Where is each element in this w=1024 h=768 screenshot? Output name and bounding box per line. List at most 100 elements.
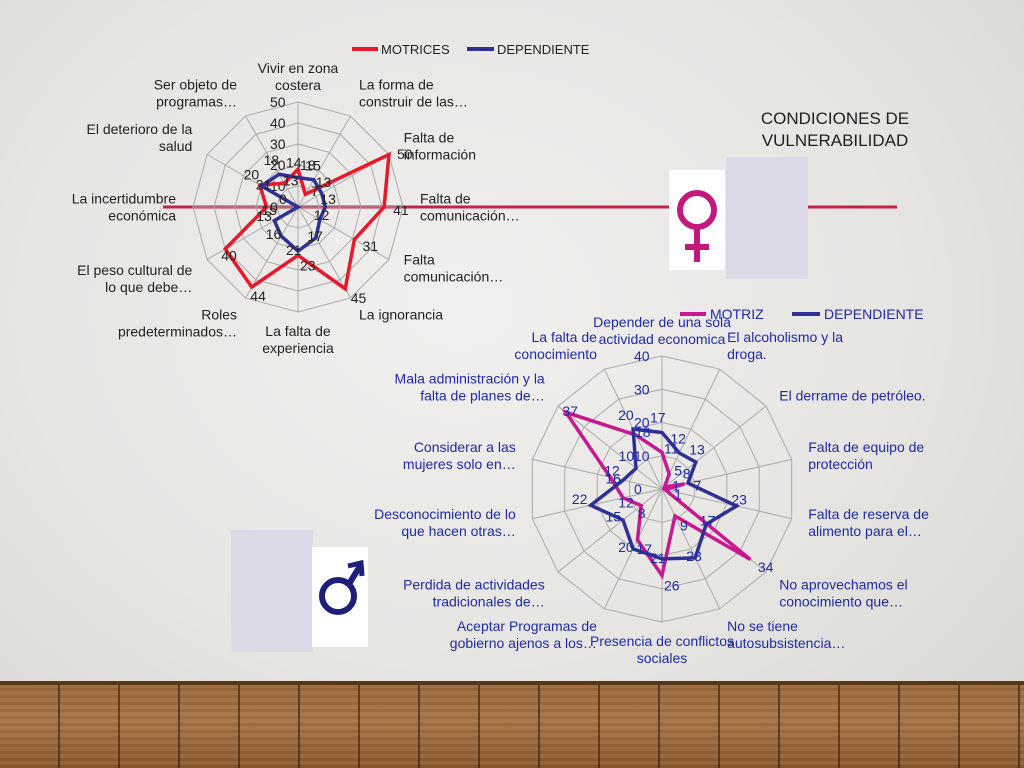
category-label-el-derrame-de-petroleo: El derrame de petróleo. bbox=[779, 387, 925, 403]
data-label: 15 bbox=[606, 508, 622, 524]
data-label: 31 bbox=[362, 238, 378, 254]
data-label: 23 bbox=[686, 548, 702, 564]
data-label: 26 bbox=[664, 577, 680, 593]
data-label: 13 bbox=[689, 442, 705, 458]
data-label: 17 bbox=[700, 513, 716, 529]
series-line-dependiente bbox=[587, 427, 741, 561]
category-label-la-ignorancia: La ignorancia bbox=[359, 307, 443, 323]
tick-label: 50 bbox=[270, 94, 286, 110]
legend-label-dependiente: DEPENDIENTE bbox=[824, 306, 924, 322]
data-label: 34 bbox=[758, 559, 774, 575]
data-label: 15 bbox=[305, 158, 321, 174]
data-label: 16 bbox=[266, 226, 282, 242]
tick-label: 0 bbox=[270, 199, 278, 215]
grid-spoke bbox=[661, 488, 721, 610]
grid-spoke bbox=[297, 206, 351, 299]
data-label: 12 bbox=[670, 431, 686, 447]
data-label: 8 bbox=[683, 466, 691, 482]
data-label: 18 bbox=[300, 157, 316, 173]
data-label: 22 bbox=[572, 491, 588, 507]
tick-label: 40 bbox=[270, 115, 286, 131]
tick-label: 20 bbox=[270, 157, 286, 173]
data-label: 21 bbox=[650, 550, 666, 566]
data-label: 9 bbox=[680, 517, 688, 533]
tick-label: 30 bbox=[634, 381, 650, 397]
data-label: 20 bbox=[244, 167, 260, 183]
data-label: 12 bbox=[618, 494, 634, 510]
male-symbol-icon bbox=[312, 547, 368, 647]
tick-label: 20 bbox=[634, 415, 650, 431]
data-label: 0 bbox=[279, 191, 287, 207]
data-label: 40 bbox=[221, 248, 237, 264]
female-symbol-icon bbox=[669, 170, 725, 270]
grid-spoke bbox=[245, 206, 299, 299]
data-label: 13 bbox=[256, 208, 272, 224]
tick-label: 30 bbox=[270, 136, 286, 152]
data-label: 50 bbox=[397, 146, 413, 162]
series-line-motrices bbox=[222, 151, 391, 292]
data-label: 11 bbox=[664, 440, 679, 456]
data-label: 17 bbox=[636, 541, 652, 557]
grid-spoke bbox=[557, 405, 663, 490]
series-line-motriz bbox=[561, 409, 752, 580]
data-label: 44 bbox=[250, 288, 266, 304]
data-label: 5 bbox=[674, 463, 682, 479]
data-label: 12 bbox=[604, 463, 620, 479]
legend-label-dependiente: DEPENDIENTE bbox=[497, 42, 590, 57]
tick-label: 0 bbox=[634, 481, 642, 497]
data-label: 1 bbox=[672, 478, 680, 494]
tick-label: 40 bbox=[634, 348, 650, 364]
data-label: 14 bbox=[286, 155, 302, 171]
data-label: 17 bbox=[650, 409, 666, 425]
grid-spoke bbox=[557, 488, 663, 573]
data-label: 13 bbox=[283, 172, 299, 188]
grid-spoke bbox=[245, 115, 299, 208]
data-label: 18 bbox=[264, 152, 280, 168]
data-label: 17 bbox=[307, 228, 323, 244]
data-label: 8 bbox=[638, 505, 646, 521]
data-label: 45 bbox=[351, 290, 367, 306]
data-label: 21 bbox=[256, 176, 272, 192]
data-label: 37 bbox=[562, 403, 578, 419]
male-symbol-backdrop bbox=[231, 530, 313, 652]
data-label: 16 bbox=[605, 471, 621, 487]
data-label: 20 bbox=[618, 407, 634, 423]
data-label: 23 bbox=[300, 257, 316, 273]
floor-edge bbox=[0, 681, 1024, 685]
data-label: 12 bbox=[314, 207, 330, 223]
data-label: 23 bbox=[731, 492, 747, 508]
legend-label-motrices: MOTRICES bbox=[381, 42, 450, 57]
page-title: CONDICIONES DE VULNERABILIDAD bbox=[735, 108, 935, 152]
female-symbol-backdrop bbox=[726, 157, 808, 279]
data-label: 10 bbox=[619, 448, 635, 464]
data-label: 41 bbox=[393, 202, 409, 218]
wooden-floor bbox=[0, 683, 1024, 768]
page-title-line-1: CONDICIONES DE bbox=[760, 109, 910, 128]
grid-spoke bbox=[661, 368, 721, 490]
